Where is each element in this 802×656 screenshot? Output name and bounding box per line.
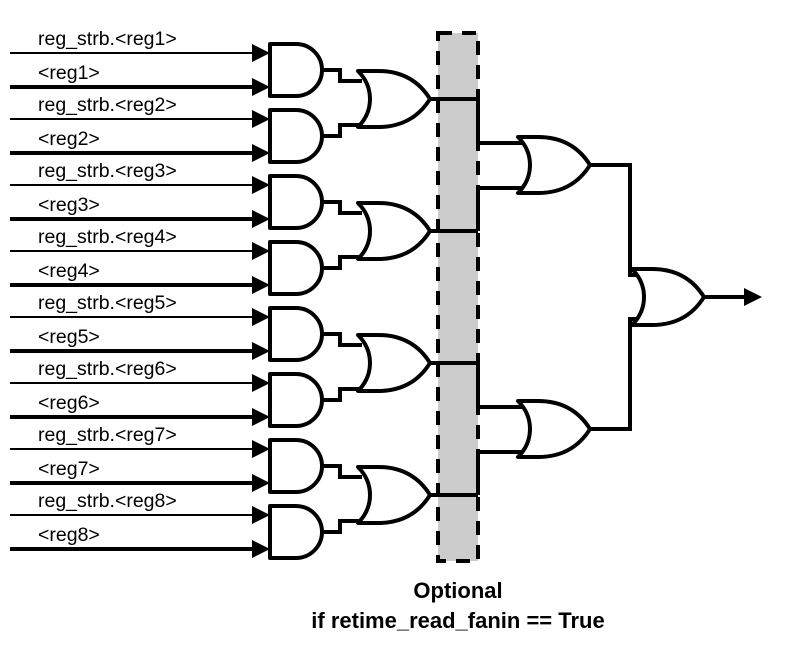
- input-group-8: reg_strb.<reg8> <reg8>: [10, 490, 270, 558]
- or-gate-s2-2: [516, 399, 592, 459]
- wire-s1-1-to-or-s2-1: [476, 99, 522, 145]
- input-arrow-data-5: [252, 342, 270, 360]
- wire-and3-to-or2: [322, 200, 362, 215]
- input-label-strobe-3: reg_strb.<reg3>: [38, 160, 177, 182]
- input-arrow-data-7: [252, 474, 270, 492]
- output-arrow-icon: [744, 288, 762, 306]
- wire-s2-2-to-final: [588, 317, 636, 431]
- or-gate-s1-4: [356, 465, 432, 525]
- input-label-strobe-2: reg_strb.<reg2>: [38, 94, 177, 116]
- input-arrow-strobe-1: [252, 44, 270, 62]
- input-arrow-data-3: [252, 210, 270, 228]
- input-arrow-data-4: [252, 276, 270, 294]
- input-group-5: reg_strb.<reg5> <reg5>: [10, 292, 270, 360]
- wire-s1-4-to-or-s2-2: [476, 450, 522, 495]
- wire-and1-to-or1: [322, 68, 362, 83]
- input-label-data-5: <reg5>: [38, 326, 100, 348]
- input-label-data-7: <reg7>: [38, 458, 100, 480]
- and-gate-3: [268, 174, 324, 230]
- or-gate-final: [630, 267, 706, 327]
- input-arrow-strobe-8: [252, 506, 270, 524]
- and-gate-1: [268, 42, 324, 98]
- input-arrow-strobe-4: [252, 242, 270, 260]
- and-gate-8: [268, 504, 324, 560]
- input-label-strobe-4: reg_strb.<reg4>: [38, 226, 177, 248]
- or-gate-s2-1: [516, 135, 592, 195]
- wire-and7-to-or4: [322, 464, 362, 479]
- optional-retime-box: [436, 31, 480, 563]
- input-arrow-data-6: [252, 408, 270, 426]
- wire-s2-1-to-final: [588, 163, 636, 277]
- and-gate-6: [268, 372, 324, 428]
- input-label-strobe-7: reg_strb.<reg7>: [38, 424, 177, 446]
- wire-s1-2-to-or-s2-1: [476, 186, 522, 231]
- input-arrow-strobe-5: [252, 308, 270, 326]
- wire-s1-3-to-or-s2-2: [476, 363, 522, 409]
- or-gate-s1-2: [356, 201, 432, 261]
- wire-and8-to-or4: [322, 519, 362, 534]
- input-label-data-6: <reg6>: [38, 392, 100, 414]
- input-label-strobe-5: reg_strb.<reg5>: [38, 292, 177, 314]
- and-gate-5: [268, 306, 324, 362]
- input-arrow-strobe-3: [252, 176, 270, 194]
- input-arrow-data-8: [252, 540, 270, 558]
- input-label-data-1: <reg1>: [38, 62, 100, 84]
- input-label-strobe-8: reg_strb.<reg8>: [38, 490, 177, 512]
- input-group-6: reg_strb.<reg6> <reg6>: [10, 358, 270, 426]
- input-arrow-data-1: [252, 78, 270, 96]
- and-gate-7: [268, 438, 324, 494]
- input-arrow-strobe-6: [252, 374, 270, 392]
- input-label-strobe-6: reg_strb.<reg6>: [38, 358, 177, 380]
- input-arrow-strobe-7: [252, 440, 270, 458]
- input-label-data-2: <reg2>: [38, 128, 100, 150]
- wire-and6-to-or3: [322, 387, 362, 402]
- input-arrow-data-2: [252, 144, 270, 162]
- input-label-data-3: <reg3>: [38, 194, 100, 216]
- or-gate-s1-3: [356, 333, 432, 393]
- input-group-4: reg_strb.<reg4> <reg4>: [10, 226, 270, 294]
- optional-caption-line2: if retime_read_fanin == True: [311, 608, 604, 633]
- or-gate-s1-1: [356, 69, 432, 129]
- input-arrow-strobe-2: [252, 110, 270, 128]
- input-label-strobe-1: reg_strb.<reg1>: [38, 28, 177, 50]
- input-group-1: reg_strb.<reg1> <reg1>: [10, 28, 270, 96]
- wire-and4-to-or2: [322, 255, 362, 270]
- input-label-data-8: <reg8>: [38, 524, 100, 546]
- and-gate-2: [268, 108, 324, 164]
- input-group-3: reg_strb.<reg3> <reg3>: [10, 160, 270, 228]
- wire-and5-to-or3: [322, 332, 362, 347]
- input-group-7: reg_strb.<reg7> <reg7>: [10, 424, 270, 492]
- wire-and2-to-or1: [322, 123, 362, 138]
- optional-caption-line1: Optional: [413, 578, 502, 603]
- and-gate-4: [268, 240, 324, 296]
- input-label-data-4: <reg4>: [38, 260, 100, 282]
- input-group-2: reg_strb.<reg2> <reg2>: [10, 94, 270, 162]
